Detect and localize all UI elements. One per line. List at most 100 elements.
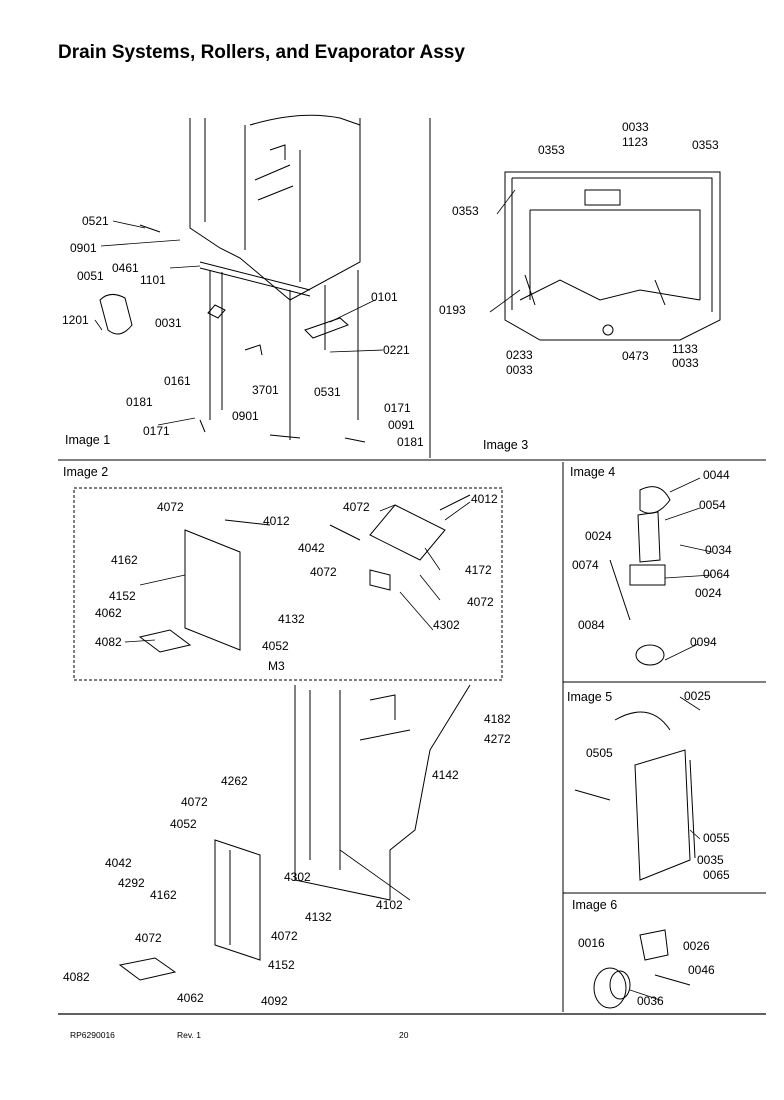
image1-label: Image 1 [65,433,111,447]
image4-fan-motor [609,486,671,666]
part-label: 0033 [506,363,533,377]
part-label: 4042 [105,856,132,870]
part-label: 0901 [232,409,259,423]
part-label: 0055 [703,831,730,845]
part-label: 0031 [155,316,182,330]
part-label: 4072 [467,595,494,609]
part-label: 0034 [705,543,732,557]
part-label: 0035 [697,853,724,867]
image3-drain-tray [504,171,721,341]
image2-label: Image 2 [63,465,109,479]
part-label: 0181 [397,435,424,449]
part-label: 1133 [672,342,698,356]
part-label: 0051 [77,269,104,283]
part-label: 0353 [452,204,479,218]
part-label: 4072 [271,929,298,943]
part-label: 4062 [177,991,204,1005]
part-label: 0065 [703,868,730,882]
part-label: 4082 [95,635,122,649]
image3-label: Image 3 [483,438,529,452]
m3-label: M3 [268,659,285,673]
part-label: 0101 [371,290,398,304]
part-label: 4172 [465,563,492,577]
part-label: 0036 [637,994,664,1008]
part-label: 4182 [484,712,511,726]
image4-label: Image 4 [570,465,616,479]
part-label: 4302 [433,618,460,632]
part-label: 0461 [112,261,139,275]
part-label: 4162 [111,553,138,567]
part-label: 4072 [135,931,162,945]
part-label: 4142 [432,768,459,782]
part-label: 4012 [263,514,290,528]
part-label: 0025 [684,689,711,703]
part-label: 1101 [140,273,166,287]
part-label: 0091 [388,418,415,432]
part-label: 0353 [692,138,719,152]
part-label: 0161 [164,374,191,388]
part-label: 0094 [690,635,717,649]
footer-code: RP6290016 [70,1030,115,1040]
footer-revision: Rev. 1 [177,1030,201,1040]
part-label: 4072 [310,565,337,579]
leader-lines [94,189,713,1001]
part-label: 4012 [471,492,498,506]
part-label: 0046 [688,963,715,977]
part-label: 0033 [672,356,699,370]
part-label: 3701 [252,383,279,397]
part-label: 4132 [305,910,332,924]
part-label: 4152 [268,958,295,972]
part-label: 4052 [262,639,289,653]
part-label: 0521 [82,214,109,228]
image6-label: Image 6 [572,898,618,912]
part-label: 0221 [383,343,410,357]
part-label: 4062 [95,606,122,620]
part-label: 0353 [538,143,565,157]
part-label: 1201 [62,313,89,327]
part-label: 0505 [586,746,613,760]
part-label: 0473 [622,349,649,363]
part-label: 4272 [484,732,511,746]
part-label: 4082 [63,970,90,984]
part-label: 0064 [703,567,730,581]
part-label: 0171 [143,424,170,438]
part-label: 0084 [578,618,605,632]
part-label: 4102 [376,898,403,912]
part-label: 0171 [384,401,411,415]
part-label: 4072 [157,500,184,514]
image6-roller [593,929,691,1009]
part-label: 4072 [343,500,370,514]
part-label: 0054 [699,498,726,512]
part-label: 0531 [314,385,341,399]
part-label: 0074 [572,558,599,572]
part-label: 0044 [703,468,730,482]
part-label: 4132 [278,612,305,626]
part-label: 1123 [622,135,648,149]
part-label: 4262 [221,774,248,788]
part-label: 0181 [126,395,153,409]
image2-m3-damper [138,494,471,653]
image5-evaporator [574,711,696,881]
part-label: 0024 [695,586,722,600]
part-label: 4072 [181,795,208,809]
part-label: 4052 [170,817,197,831]
part-label: 4042 [298,541,325,555]
part-label: 4302 [284,870,311,884]
image2-cabinet [118,684,471,981]
part-label: 0024 [585,529,612,543]
part-label: 0193 [439,303,466,317]
part-label: 4092 [261,994,288,1008]
part-label: 4162 [150,888,177,902]
part-label: 0233 [506,348,533,362]
image1-cabinet [99,114,366,443]
image5-label: Image 5 [567,690,613,704]
footer-page-number: 20 [399,1030,409,1040]
part-label: 4292 [118,876,145,890]
part-label: 0033 [622,120,649,134]
part-label: 0016 [578,936,605,950]
part-label: 0901 [70,241,97,255]
part-label: 0026 [683,939,710,953]
page-title: Drain Systems, Rollers, and Evaporator A… [58,42,465,63]
part-label: 4152 [109,589,136,603]
